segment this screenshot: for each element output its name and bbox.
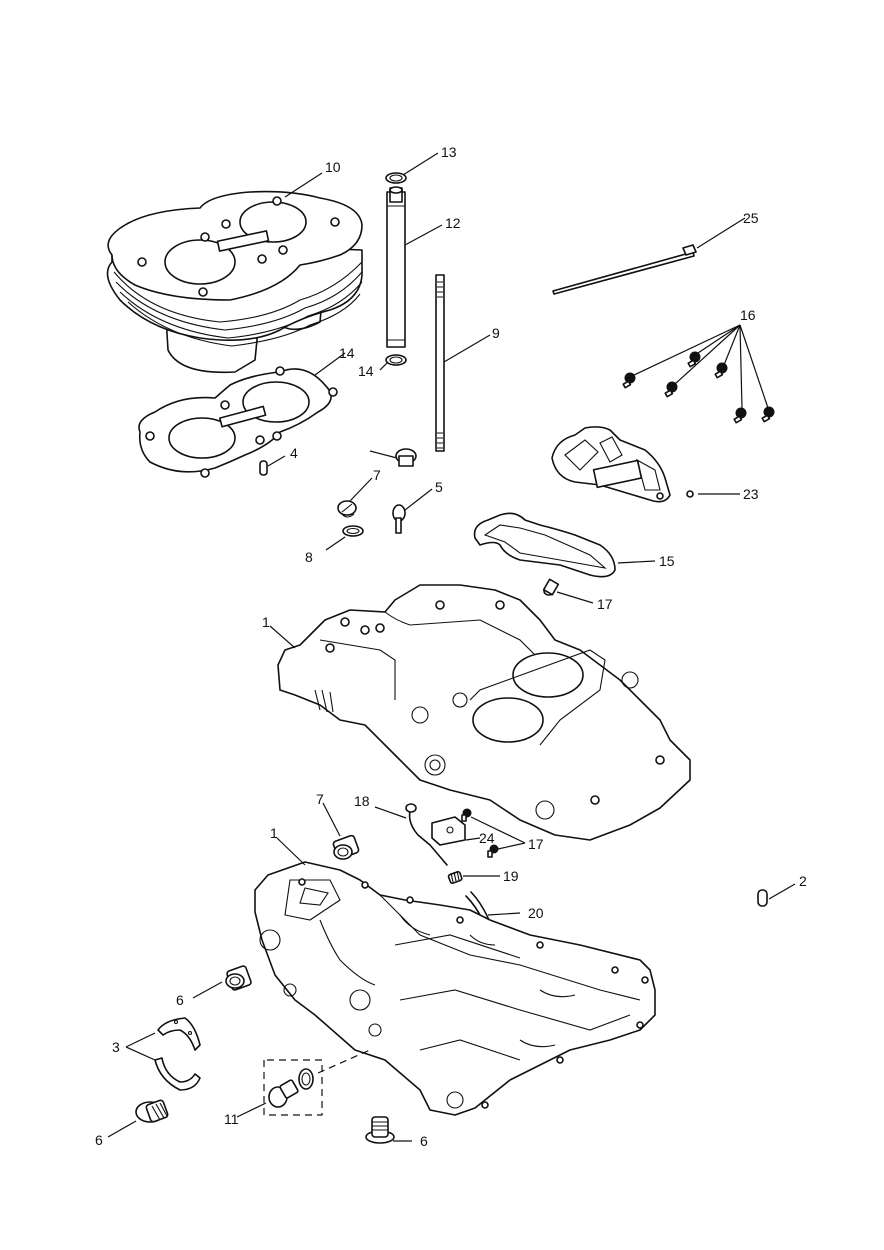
main-bearing-shells[interactable] <box>154 1017 201 1091</box>
bush-7-upper[interactable] <box>332 834 360 860</box>
callout-24[interactable]: 25 <box>743 210 759 226</box>
spring-20[interactable] <box>447 870 463 884</box>
cylinder-barrel[interactable] <box>106 190 363 374</box>
bolt-17-b[interactable] <box>487 844 499 858</box>
callout-22[interactable]: 23 <box>743 486 759 502</box>
dipstick[interactable] <box>552 244 697 295</box>
callout-6-bottom[interactable]: 6 <box>420 1133 428 1149</box>
callout-2[interactable]: 2 <box>799 873 807 889</box>
callout-1-upper[interactable]: 1 <box>262 614 270 630</box>
callout-21[interactable]: 20 <box>528 905 544 921</box>
callout-5[interactable]: 5 <box>435 479 443 495</box>
dowel-4[interactable] <box>259 460 268 476</box>
plug-6-bottom[interactable] <box>365 1116 395 1144</box>
plug-25[interactable] <box>395 448 417 467</box>
callout-18[interactable]: 17 <box>597 596 613 612</box>
callout-15[interactable]: 14 <box>339 345 355 361</box>
callout-16[interactable]: 15 <box>659 553 675 569</box>
callout-12[interactable]: 10 <box>325 159 341 175</box>
bolts-group[interactable] <box>622 351 775 424</box>
bush-7-lower[interactable] <box>225 965 252 991</box>
breather-pipe-19[interactable] <box>405 803 448 866</box>
callout-14-top[interactable]: 13 <box>441 144 457 160</box>
oring-top[interactable] <box>385 172 407 184</box>
cover[interactable] <box>551 426 694 503</box>
plug-9[interactable] <box>337 500 357 518</box>
callout-20[interactable]: 19 <box>503 868 519 884</box>
callout-9[interactable]: 7 <box>373 467 381 483</box>
upper-crankcase[interactable] <box>277 584 691 841</box>
sealing-washer-10[interactable] <box>342 525 364 537</box>
callout-7-lower[interactable]: 6 <box>176 992 184 1008</box>
callout-3[interactable]: 3 <box>112 1039 120 1055</box>
callout-11[interactable]: 9 <box>492 325 500 341</box>
bracket-23[interactable] <box>431 816 466 846</box>
dowel-18[interactable] <box>542 578 560 596</box>
bolt-17-a[interactable] <box>461 808 472 822</box>
oil-jet-5[interactable] <box>392 504 406 534</box>
callout-19[interactable]: 18 <box>354 793 370 809</box>
callout-17-lower[interactable]: 17 <box>528 836 544 852</box>
cylinder-stud[interactable] <box>435 274 445 452</box>
callout-14-bottom[interactable]: 14 <box>358 363 374 379</box>
leader-lines <box>107 152 796 1142</box>
callout-13[interactable]: 12 <box>445 215 461 231</box>
callout-4[interactable]: 4 <box>290 445 298 461</box>
lower-crankcase[interactable] <box>254 861 656 1116</box>
plug-6-left[interactable] <box>135 1099 169 1123</box>
callout-labels: 10 13 12 9 14 14 25 16 23 4 7 5 8 15 17 … <box>95 144 807 1149</box>
callout-17-top[interactable]: 16 <box>740 307 756 323</box>
dowel-2[interactable] <box>757 889 768 907</box>
callout-1-lower[interactable]: 1 <box>270 825 278 841</box>
gasket-16[interactable] <box>473 512 616 578</box>
tube[interactable] <box>386 186 406 348</box>
callout-6-left[interactable]: 6 <box>95 1132 103 1148</box>
callout-7-upper[interactable]: 7 <box>316 791 324 807</box>
callout-10[interactable]: 8 <box>305 549 313 565</box>
callout-23[interactable]: 24 <box>479 830 495 846</box>
callout-8[interactable]: 11 <box>224 1111 239 1127</box>
cylinder-base-gasket[interactable] <box>138 366 338 478</box>
oring-bottom[interactable] <box>385 354 407 366</box>
drain-plug-assembly[interactable] <box>263 1049 371 1116</box>
